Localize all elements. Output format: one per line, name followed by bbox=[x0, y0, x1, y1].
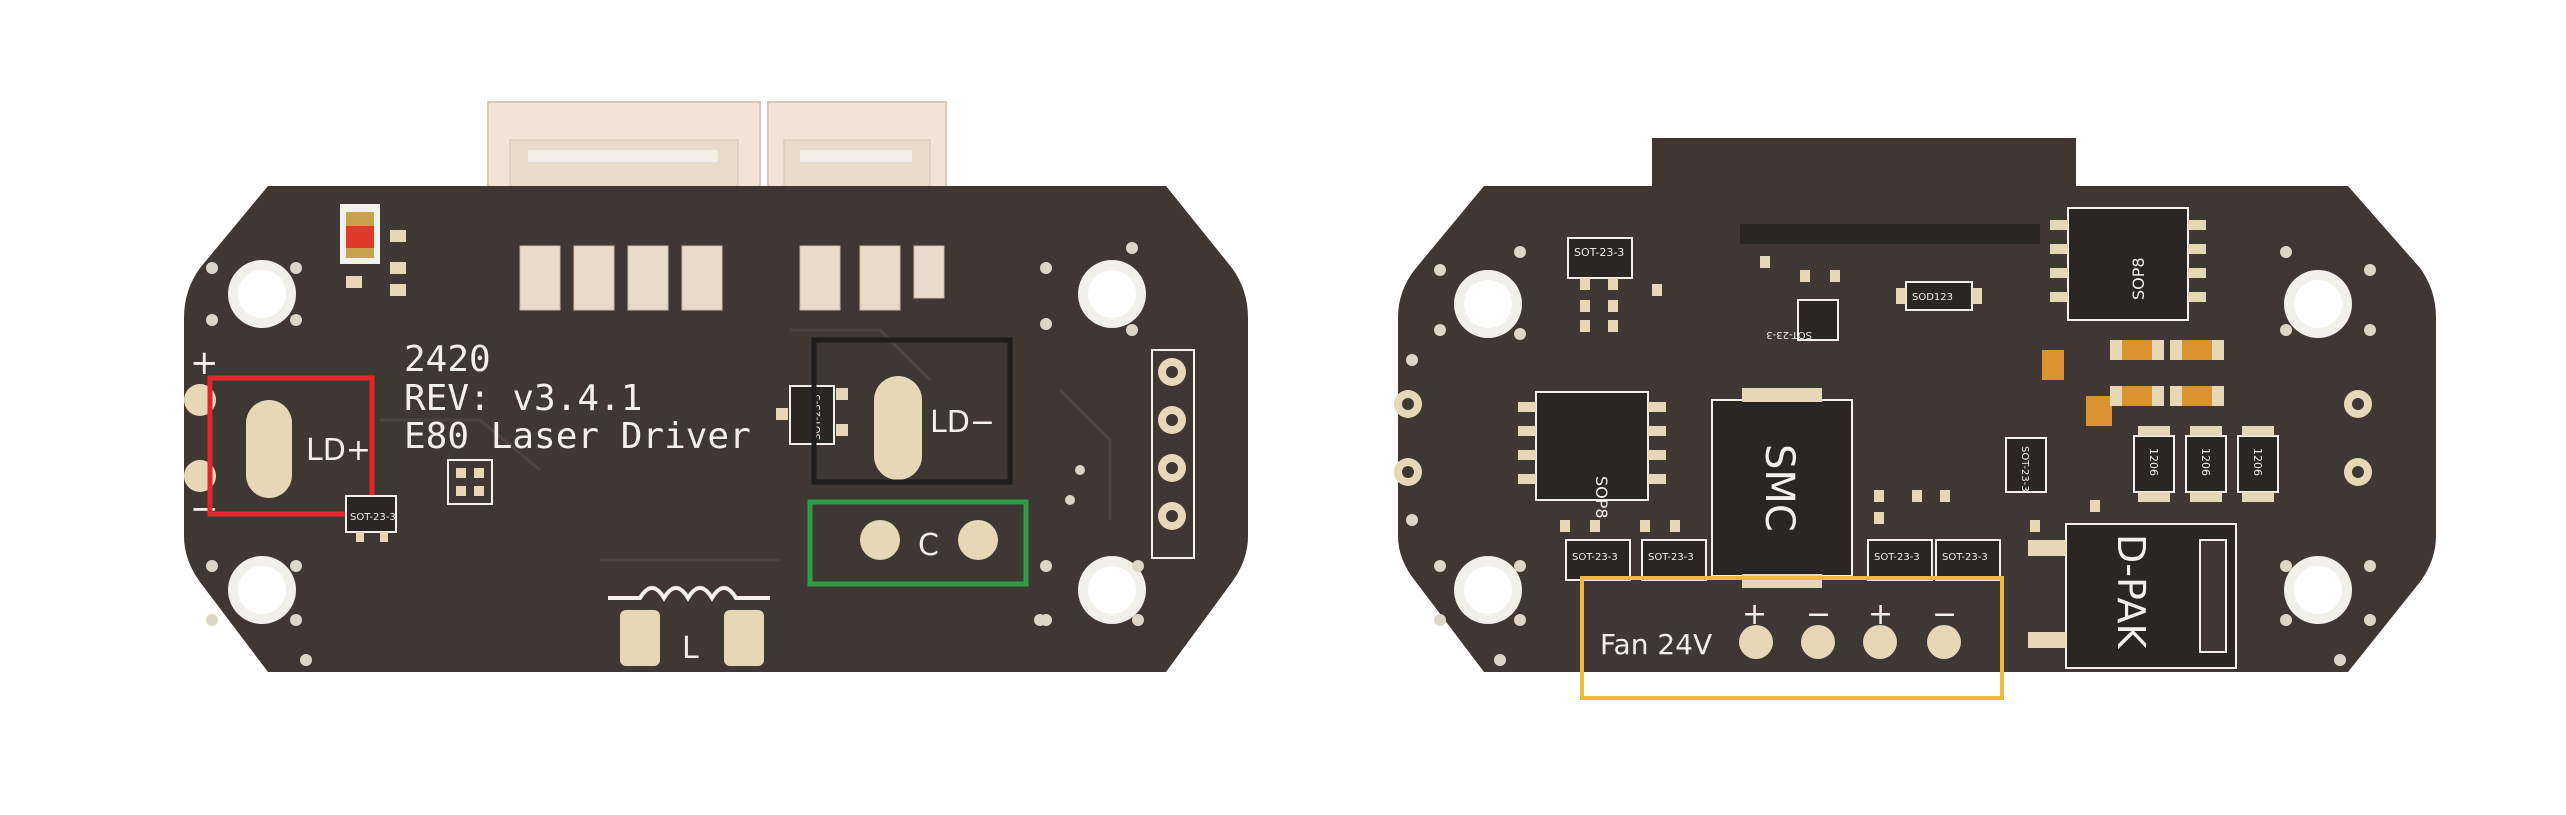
capacitor-highlight-box bbox=[807, 499, 1029, 587]
vias-back bbox=[1406, 246, 2376, 666]
sot-label-back-3: SOT-23-3 bbox=[2019, 446, 2030, 492]
orange-capacitors bbox=[2042, 340, 2212, 426]
sot-label-back-7: SOT-23-3 bbox=[1942, 552, 1988, 563]
sot-label-back-6: SOT-23-3 bbox=[1874, 552, 1920, 563]
connector-pins bbox=[519, 245, 945, 311]
small-passives-back bbox=[1560, 256, 2100, 532]
fan-pin-pads bbox=[1739, 625, 1961, 659]
vias-front bbox=[206, 242, 1144, 666]
board-id-label: 2420 bbox=[404, 339, 491, 380]
sop8-label-1: SOP8 bbox=[2129, 257, 2148, 300]
side-header-front bbox=[1151, 349, 1195, 559]
sod-label: SOD123 bbox=[1912, 292, 1953, 303]
ld-plus-label: LD+ bbox=[306, 433, 371, 468]
inductor-label: L bbox=[682, 631, 699, 666]
fan-header-highlight-box bbox=[1580, 576, 2004, 700]
sot-label-back-5: SOT-23-3 bbox=[1648, 552, 1694, 563]
back-board: SOP8 SOP8 SMC D-PAK bbox=[1394, 138, 2436, 700]
ld-minus-pad bbox=[874, 376, 922, 480]
sot23-back-2: SOT-23-3 bbox=[1766, 299, 1839, 341]
orange-cap-pads bbox=[2110, 340, 2224, 406]
resistor-1206-3: 1206 bbox=[2237, 426, 2279, 502]
test-pads bbox=[447, 459, 493, 505]
sot23-back-4: SOT-23-3 bbox=[1565, 539, 1631, 581]
ld-minus-label: LD− bbox=[930, 405, 995, 440]
sot23-front-1: SOT-23-3 bbox=[345, 495, 397, 542]
sot23-back-1: SOT-23-3 bbox=[1567, 237, 1633, 290]
res-label-2: 1206 bbox=[2199, 448, 2212, 476]
dpak-transistor: D-PAK bbox=[2028, 523, 2237, 669]
ld-plus-highlight-box bbox=[207, 375, 375, 517]
sot-label-front-2: SOT-23-3 bbox=[812, 394, 823, 440]
capacitor-label: C bbox=[918, 528, 939, 563]
capacitor-pads bbox=[860, 520, 998, 560]
sod123-diode: SOD123 bbox=[1896, 281, 1982, 311]
fan-pin-labels: + − + − bbox=[1742, 597, 1957, 632]
mounting-holes-back bbox=[1454, 270, 2352, 624]
sot-label-front-1: SOT-23-3 bbox=[350, 512, 396, 523]
front-board: 2420 REV: v3.4.1 E80 Laser Driver + − LD… bbox=[184, 101, 1248, 672]
res-label-1: 1206 bbox=[2147, 448, 2160, 476]
sot-label-back-1: SOT-23-3 bbox=[1574, 246, 1624, 259]
dpak-label: D-PAK bbox=[2109, 534, 2153, 649]
sot23-back-3: SOT-23-3 bbox=[2005, 437, 2047, 493]
inductor-symbol bbox=[608, 586, 770, 666]
smc-label: SMC bbox=[1756, 444, 1802, 532]
back-header-pads bbox=[1740, 224, 2040, 244]
sot23-back-5: SOT-23-3 bbox=[1641, 539, 1707, 581]
ld-minus-highlight-box bbox=[811, 337, 1013, 485]
ld-plus-pad bbox=[184, 384, 292, 498]
sop8-chip-1: SOP8 bbox=[2050, 207, 2206, 321]
res-label-3: 1206 bbox=[2251, 448, 2264, 476]
sop8-chip-2: SOP8 bbox=[1518, 391, 1666, 519]
product-label: E80 Laser Driver bbox=[404, 416, 751, 457]
sop8-label-2: SOP8 bbox=[1592, 476, 1611, 519]
revision-label: REV: v3.4.1 bbox=[404, 378, 642, 419]
resistor-1206-1: 1206 bbox=[2133, 426, 2175, 502]
minus-sign-label: − bbox=[190, 489, 219, 529]
mounting-holes-front bbox=[228, 260, 1146, 624]
side-pads-back bbox=[1394, 390, 2372, 486]
status-led bbox=[340, 204, 406, 296]
sot-label-back-2: SOT-23-3 bbox=[1766, 329, 1812, 340]
sot23-back-6: SOT-23-3 bbox=[1867, 539, 1933, 581]
smc-diode: SMC bbox=[1711, 388, 1853, 588]
fan-label: Fan 24V bbox=[1600, 628, 1712, 661]
sot23-back-7: SOT-23-3 bbox=[1935, 539, 2001, 581]
front-traces bbox=[380, 328, 1112, 562]
resistor-1206-2: 1206 bbox=[2185, 426, 2227, 502]
sot-label-back-4: SOT-23-3 bbox=[1572, 552, 1618, 563]
